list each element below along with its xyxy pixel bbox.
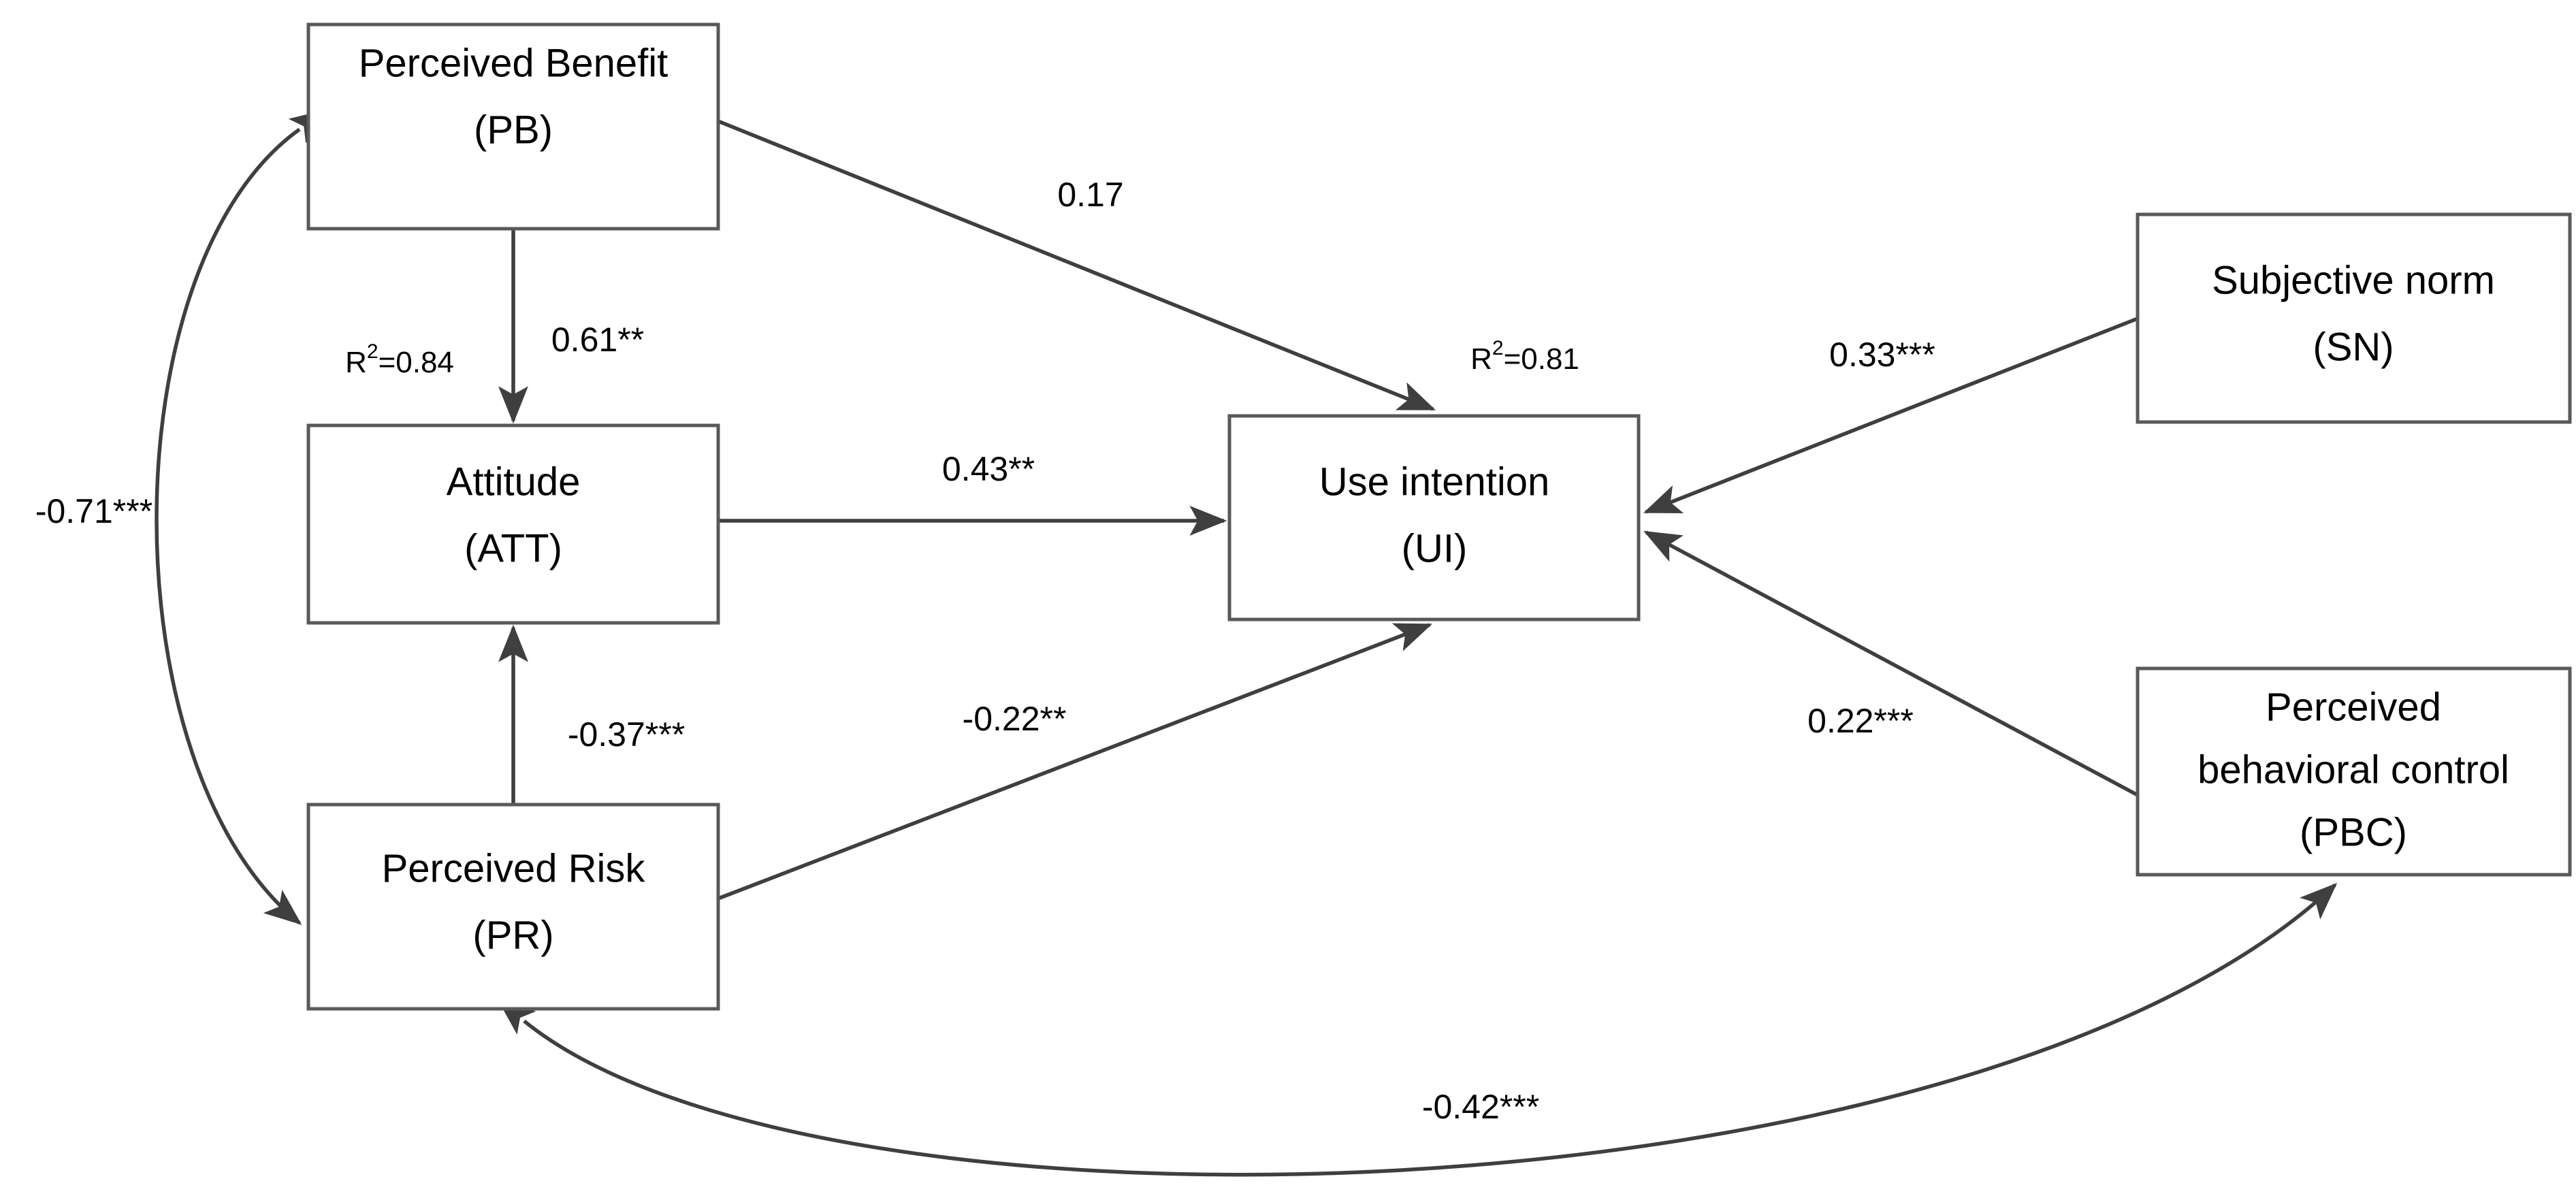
node-pbc-label-line3: (PBC) [2300,810,2407,854]
node-pr-label-line1: Perceived Risk [382,846,646,890]
r2-att-prefix: R [345,346,367,379]
r2-ui-value: =0.81 [1504,342,1579,376]
path-pr-to-ui [718,623,1433,901]
node-use-intention[interactable]: Use intention (UI) [1227,414,1641,621]
path-pr-to-pbc-covariance [497,882,2338,1177]
r2-ui-prefix: R [1470,342,1492,376]
node-att-label-line1: Attitude [447,459,581,504]
r2-label-use-intention: R2=0.81 [1470,337,1579,375]
path-pbc-to-ui [1643,530,2139,797]
path-label-pr-pbc: -0.42*** [1422,1088,1539,1126]
r2-att-superscript: 2 [367,340,379,363]
node-sn-label-line1: Subjective norm [2212,258,2495,302]
r2-label-attitude: R2=0.84 [345,340,454,378]
node-sn-label-line2: (SN) [2313,325,2394,369]
node-pbc-label-line1: Perceived [2266,685,2441,729]
path-sn-to-ui [1643,317,2139,514]
node-perceived-risk[interactable]: Perceived Risk (PR) [306,803,720,1011]
r2-att-value: =0.84 [379,346,454,379]
node-perceived-benefit[interactable]: Perceived Benefit (PB) [306,22,720,231]
path-pb-to-ui [717,119,1436,411]
node-ui-label-line1: Use intention [1319,459,1550,504]
path-pb-to-pr-covariance [155,109,328,925]
path-label-pr-att: -0.37*** [568,715,685,754]
path-label-pr-ui: -0.22** [963,700,1067,738]
path-label-sn-ui: 0.33*** [1829,336,1935,374]
node-att-label-line2: (ATT) [464,526,562,570]
node-perceived-behavioral-control[interactable]: Perceived behavioral control (PBC) [2136,666,2572,877]
node-pbc-label-line2: behavioral control [2197,747,2509,792]
node-ui-label-line2: (UI) [1402,526,1468,570]
path-label-pb-ui: 0.17 [1057,176,1123,214]
node-attitude[interactable]: Attitude (ATT) [306,423,720,625]
path-label-pb-pr: -0.71*** [35,492,152,530]
r2-ui-superscript: 2 [1492,337,1504,359]
svg-text:R2=0.84: R2=0.84 [345,340,454,378]
node-subjective-norm[interactable]: Subjective norm (SN) [2136,212,2572,424]
node-pb-label-line2: (PB) [474,108,553,152]
node-pb-label-line1: Perceived Benefit [359,41,669,85]
node-pr-label-line2: (PR) [472,913,553,957]
svg-text:R2=0.81: R2=0.81 [1470,337,1579,375]
path-label-att-ui: 0.43** [942,450,1035,488]
path-label-pbc-ui: 0.22*** [1807,702,1914,740]
path-label-pb-att: 0.61** [551,321,644,359]
